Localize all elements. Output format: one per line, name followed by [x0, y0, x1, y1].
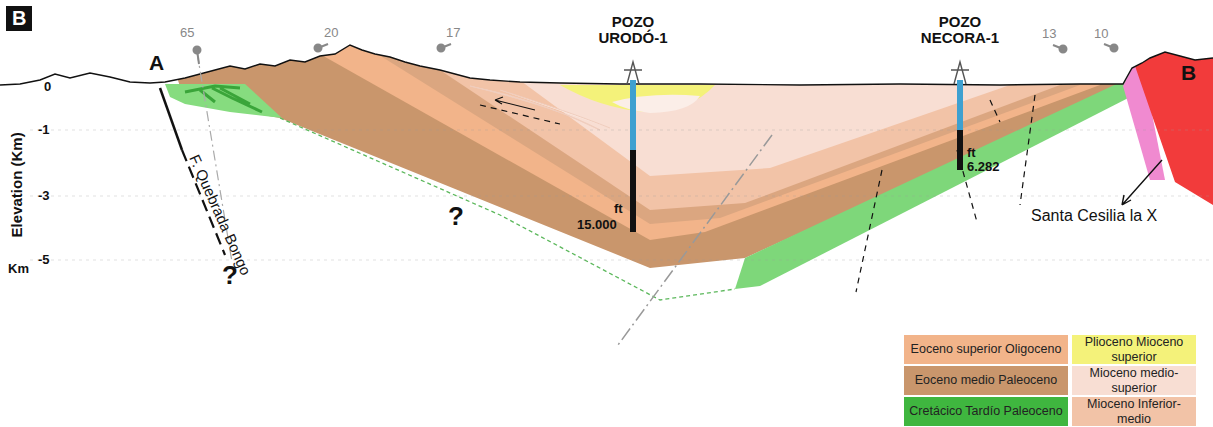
white-lens — [612, 95, 700, 113]
dip-value: 20 — [324, 26, 338, 40]
dip-value: 17 — [446, 26, 460, 40]
panel-letter: B — [6, 6, 32, 31]
dip-value: 65 — [180, 26, 194, 40]
legend-text: Mioceno Inferior-medio — [1072, 397, 1196, 426]
well-depth: 15.000 — [577, 218, 617, 232]
plioceno-lens — [560, 85, 715, 112]
cretaceous-wedge — [165, 84, 282, 118]
fault-name: F. Quebrada Bongo — [186, 152, 253, 277]
query-mark: ? — [222, 262, 238, 289]
axis-tick: -1 — [38, 123, 50, 137]
inferred-base — [280, 118, 735, 300]
depth-unit: ft — [614, 202, 623, 216]
axis-tick: -3 — [38, 189, 50, 203]
well-name: POZO NECORA-1 — [912, 14, 1008, 46]
minor-faults — [480, 95, 1035, 292]
section-end: A — [149, 52, 164, 74]
granite-body — [1135, 52, 1213, 205]
axis-tick: 0 — [44, 80, 51, 94]
legend-swatch: Mioceno medio-superior — [1071, 365, 1197, 396]
derricks — [624, 62, 969, 84]
legend-swatch: Eoceno medio Paleoceno — [903, 365, 1069, 396]
fault-solid — [160, 88, 182, 150]
axial-trace — [618, 135, 772, 345]
depth-unit: ft — [967, 146, 976, 160]
axis-tick: -5 — [38, 253, 50, 267]
legend-swatch: Eoceno superior Oligoceno — [903, 334, 1069, 365]
legend-text: Eoceno superior Oligoceno — [907, 342, 1066, 356]
legend-text: Cretácico Tardío Paleoceno — [905, 404, 1066, 418]
well-urodo — [630, 80, 636, 150]
axis-unit: Km — [8, 262, 29, 276]
well-depth: 6.282 — [967, 160, 1000, 174]
dip-value: 13 — [1042, 27, 1056, 41]
pointer-arrow — [1122, 160, 1162, 205]
well-necora — [957, 80, 963, 130]
legend-swatch: Mioceno Inferior-medio — [1071, 396, 1197, 427]
legend-text: Plioceno Mioceno superior — [1072, 335, 1196, 364]
dip-value: 10 — [1094, 27, 1108, 41]
place-name: Santa Cesilia la X — [1031, 208, 1157, 225]
legend-text: Eoceno medio Paleoceno — [911, 373, 1061, 387]
topography — [0, 45, 1213, 85]
legend-text: Mioceno medio-superior — [1072, 366, 1196, 395]
axis-title: Elevation (Km) — [8, 132, 24, 237]
well-name: POZO URODÓ-1 — [590, 14, 676, 46]
well-urodo-deep — [630, 150, 636, 232]
cretaceous-veins — [185, 86, 262, 112]
well-necora-deep — [957, 130, 963, 170]
section-end: B — [1181, 62, 1196, 84]
slip-arrow — [495, 97, 535, 110]
dip-symbols — [194, 44, 1118, 64]
legend-swatch: Cretácico Tardío Paleoceno — [903, 396, 1069, 427]
sky-cover — [0, 0, 1213, 85]
legend-swatch: Plioceno Mioceno superior — [1071, 334, 1197, 365]
query-mark: ? — [448, 203, 464, 230]
